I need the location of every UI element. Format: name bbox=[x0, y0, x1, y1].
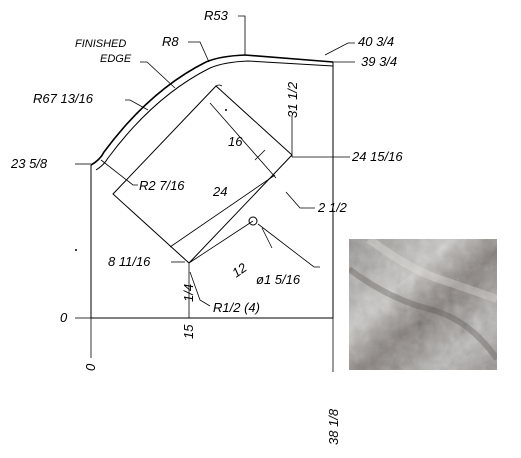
label-r67: R67 13/16 bbox=[33, 91, 94, 106]
label-24-15-16: 24 15/16 bbox=[351, 149, 403, 164]
label-23-5-8: 23 5/8 bbox=[10, 156, 48, 171]
label-edge: EDGE bbox=[100, 53, 132, 65]
label-12: 12 bbox=[229, 259, 250, 280]
label-hole: ø1 5/16 bbox=[256, 272, 301, 287]
label-39-3-4: 39 3/4 bbox=[361, 54, 397, 69]
label-r2-7-16: R2 7/16 bbox=[139, 178, 185, 193]
faucet-hole bbox=[248, 216, 258, 226]
sink-cutout bbox=[112, 84, 293, 264]
label-15: 15 bbox=[181, 324, 196, 339]
label-r8: R8 bbox=[162, 34, 179, 49]
label-40-3-4: 40 3/4 bbox=[358, 34, 394, 49]
label-16: 16 bbox=[228, 134, 243, 149]
label-finished: FINISHED bbox=[75, 38, 126, 50]
label-r1-2: R1/2 (4) bbox=[213, 300, 260, 315]
label-31-1-2: 31 1/2 bbox=[285, 81, 300, 118]
countertop-outline bbox=[90, 54, 334, 319]
label-zero-bottom: 0 bbox=[83, 363, 98, 371]
label-1-4: 1/4 bbox=[181, 284, 196, 302]
label-r53: R53 bbox=[204, 8, 229, 23]
dimension-labels: R53 FINISHED EDGE R8 40 3/4 39 3/4 R67 1… bbox=[10, 8, 403, 445]
dimension-lines bbox=[75, 15, 355, 372]
label-zero-left: 0 bbox=[60, 310, 68, 325]
label-38-1-8: 38 1/8 bbox=[326, 408, 341, 445]
label-2-1-2: 2 1/2 bbox=[317, 200, 348, 215]
label-8-11-16: 8 11/16 bbox=[108, 254, 151, 269]
stone-sample-image bbox=[349, 239, 497, 370]
label-24: 24 bbox=[212, 184, 227, 199]
